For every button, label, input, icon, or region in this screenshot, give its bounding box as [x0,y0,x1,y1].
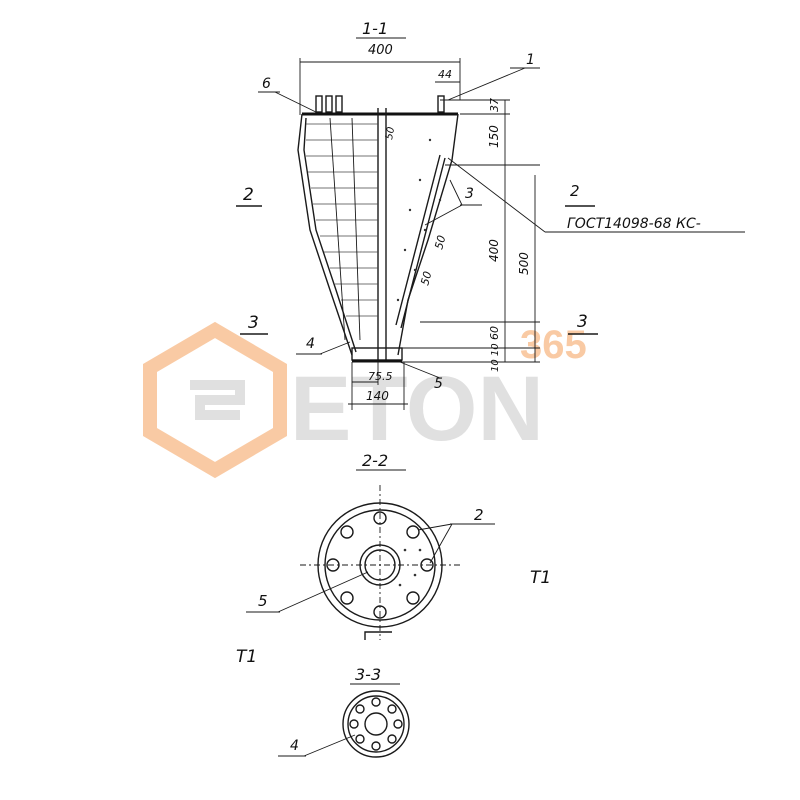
dim-400-label: 400 [487,239,501,262]
outer-ring [317,502,443,628]
callout-5: 5 [434,376,443,392]
watermark-logo-icon [143,321,287,479]
dim-44-label: 44 [438,68,452,81]
mark-t1-left: Т1 [236,647,257,667]
callout-4: 4 [306,336,315,352]
rebar-circles [326,511,434,619]
section-3-3-title: 3-3 [355,665,381,684]
callout-3: 3 [465,186,474,202]
dim-50-top-label: 50 [384,126,397,140]
dim-10-10-label: 10 10 [490,343,501,372]
callout-3-leader [424,204,463,226]
cut-3-left: 3 [248,313,259,333]
dim-140-label: 140 [366,389,389,403]
watermark: ETON 365 [143,321,587,479]
callout-4b-leader [303,734,356,757]
watermark-number: 365 [520,323,587,367]
cut-2-left: 2 [243,185,254,205]
callout-6-leader [274,91,323,116]
cone-right-wall [397,113,459,356]
anchor-bolt [315,95,323,113]
callout-5b: 5 [258,592,268,610]
gost-label: ГОСТ14098-68 КС- [567,216,701,232]
section-1-1-title: 1-1 [362,19,388,38]
bottom-ring-section [342,690,410,758]
dim-60-label: 60 [488,326,501,340]
mark-t1-right: Т1 [530,568,551,588]
callout-4-leader [319,341,351,355]
dim-75-5-label: 75.5 [368,370,393,383]
dim-50-label: 50 [432,234,448,251]
dim-500-label: 500 [517,252,531,275]
section-3-3-view [342,690,410,758]
section-2-2-view [300,485,460,640]
overall-width-label: 400 [368,43,393,58]
callout-2b: 2 [474,506,484,524]
callout-2-leader [447,157,546,233]
cut-3-right: 3 [577,312,588,332]
callout-5b-leader [277,571,369,613]
cone-left-wall [297,113,353,356]
spiral-reinforcement [306,123,378,317]
callout-5-leader [399,361,441,379]
watermark-brand: ETON [290,358,544,460]
section-2-2-title: 2-2 [362,451,388,470]
dim-50b-label: 50 [418,270,434,287]
cone-section: 50 [297,95,459,363]
callout-6: 6 [262,76,271,92]
callout-2: 2 [570,182,580,200]
dim-37-label: 37 [488,98,501,112]
callout-1-leader [447,67,526,101]
dim-150-label: 150 [487,125,501,148]
pipe-section [359,544,401,586]
callout-1: 1 [526,52,535,68]
concrete-fill [396,138,442,302]
callout-4b: 4 [290,738,299,754]
